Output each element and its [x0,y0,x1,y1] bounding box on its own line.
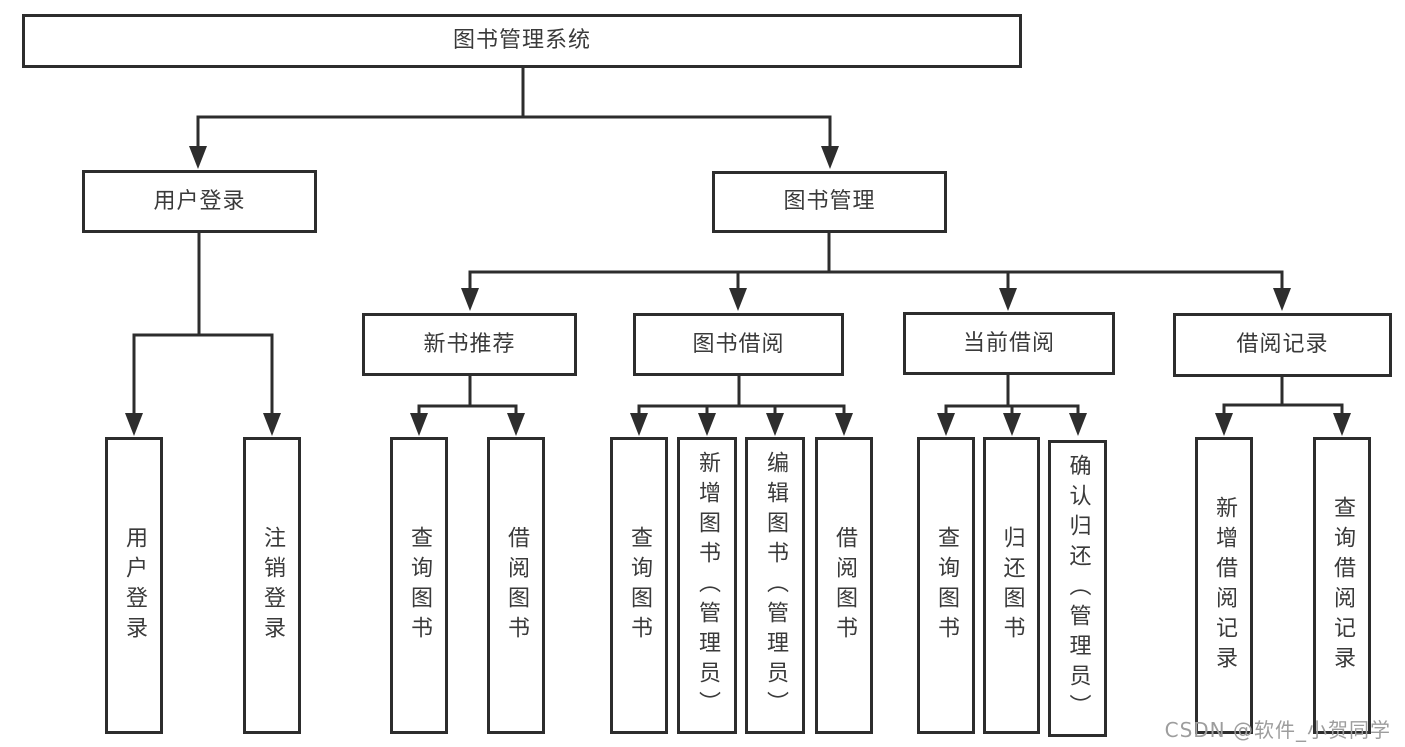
connector-borrowrecords-to-leaves [1222,375,1344,419]
arrowhead [410,413,428,436]
leaf-nb-borrow-book: 借阅图书 [487,437,545,734]
connector-bookmgmt-to-level3 [468,231,1284,294]
arrowhead [729,288,747,311]
node-book-mgmt: 图书管理 [712,171,947,233]
node-borrow-records-label: 借阅记录 [1236,332,1329,357]
leaf-cb-return-book-label: 归还图书 [999,525,1025,646]
arrowhead [1003,413,1021,436]
leaf-bb-add-book: 新增图书（管理员） [677,437,737,734]
arrowhead [937,413,955,436]
arrowhead [1333,413,1351,436]
leaf-bb-edit-book-label: 编辑图书（管理员） [763,450,788,721]
node-user-login-label: 用户登录 [153,188,246,214]
node-book-mgmt-label: 图书管理 [783,189,876,214]
arrowhead [507,413,525,436]
node-current-borrow-label: 当前借阅 [962,330,1055,356]
arrowhead [189,146,207,169]
node-root: 图书管理系统 [22,14,1022,68]
node-new-book-rec-label: 新书推荐 [423,331,516,357]
leaf-nb-borrow-book-label: 借阅图书 [504,525,529,646]
connector-currentborrow-to-leaves [944,373,1080,419]
leaf-cb-return-book: 归还图书 [983,437,1040,734]
arrowhead [125,413,143,436]
leaf-bb-query-book-label: 查询图书 [627,525,652,646]
leaf-bb-add-book-label: 新增图书（管理员） [695,450,720,721]
leaf-br-query-record-label: 查询借阅记录 [1330,495,1355,676]
arrowhead [821,146,839,169]
leaf-bb-query-book: 查询图书 [610,437,668,734]
leaf-br-add-record-label: 新增借阅记录 [1212,495,1237,676]
arrowhead [766,413,784,436]
leaf-user-login: 用户登录 [105,437,163,734]
leaf-cb-confirm-return-label: 确认归还（管理员） [1065,453,1091,724]
leaf-cb-query-book-label: 查询图书 [934,525,959,646]
arrowhead [263,413,281,436]
leaf-br-query-record: 查询借阅记录 [1313,437,1371,734]
node-new-book-rec: 新书推荐 [362,313,577,376]
leaf-cb-confirm-return: 确认归还（管理员） [1048,440,1107,737]
connector-newbookrec-to-leaves [417,374,518,419]
leaf-bb-borrow-book: 借阅图书 [815,437,873,734]
arrowhead [1273,288,1291,311]
leaf-logout: 注销登录 [243,437,301,734]
arrowhead [999,288,1017,311]
leaf-nb-query-book-label: 查询图书 [407,525,432,646]
arrowhead [698,413,716,436]
connector-bookborrow-to-leaves [637,374,846,419]
node-root-label: 图书管理系统 [452,28,591,53]
node-book-borrow: 图书借阅 [633,313,844,376]
node-current-borrow: 当前借阅 [903,312,1115,375]
connector-root-to-level2 [196,66,832,152]
arrowhead [461,288,479,311]
leaf-bb-borrow-book-label: 借阅图书 [832,525,857,646]
connector-userlogin-to-leaves [132,231,274,419]
node-user-login: 用户登录 [82,170,317,233]
leaf-bb-edit-book: 编辑图书（管理员） [745,437,805,734]
arrowhead [835,413,853,436]
node-book-borrow-label: 图书借阅 [692,331,785,357]
arrowhead [1069,413,1087,436]
arrowhead [630,413,648,436]
leaf-cb-query-book: 查询图书 [917,437,975,734]
node-borrow-records: 借阅记录 [1173,313,1392,377]
csdn-watermark: CSDN @软件_小贺同学 [1164,718,1391,742]
leaf-nb-query-book: 查询图书 [390,437,448,734]
arrowhead [1215,413,1233,436]
leaf-logout-label: 注销登录 [260,525,285,646]
leaf-br-add-record: 新增借阅记录 [1195,437,1253,734]
leaf-user-login-label: 用户登录 [122,525,147,646]
